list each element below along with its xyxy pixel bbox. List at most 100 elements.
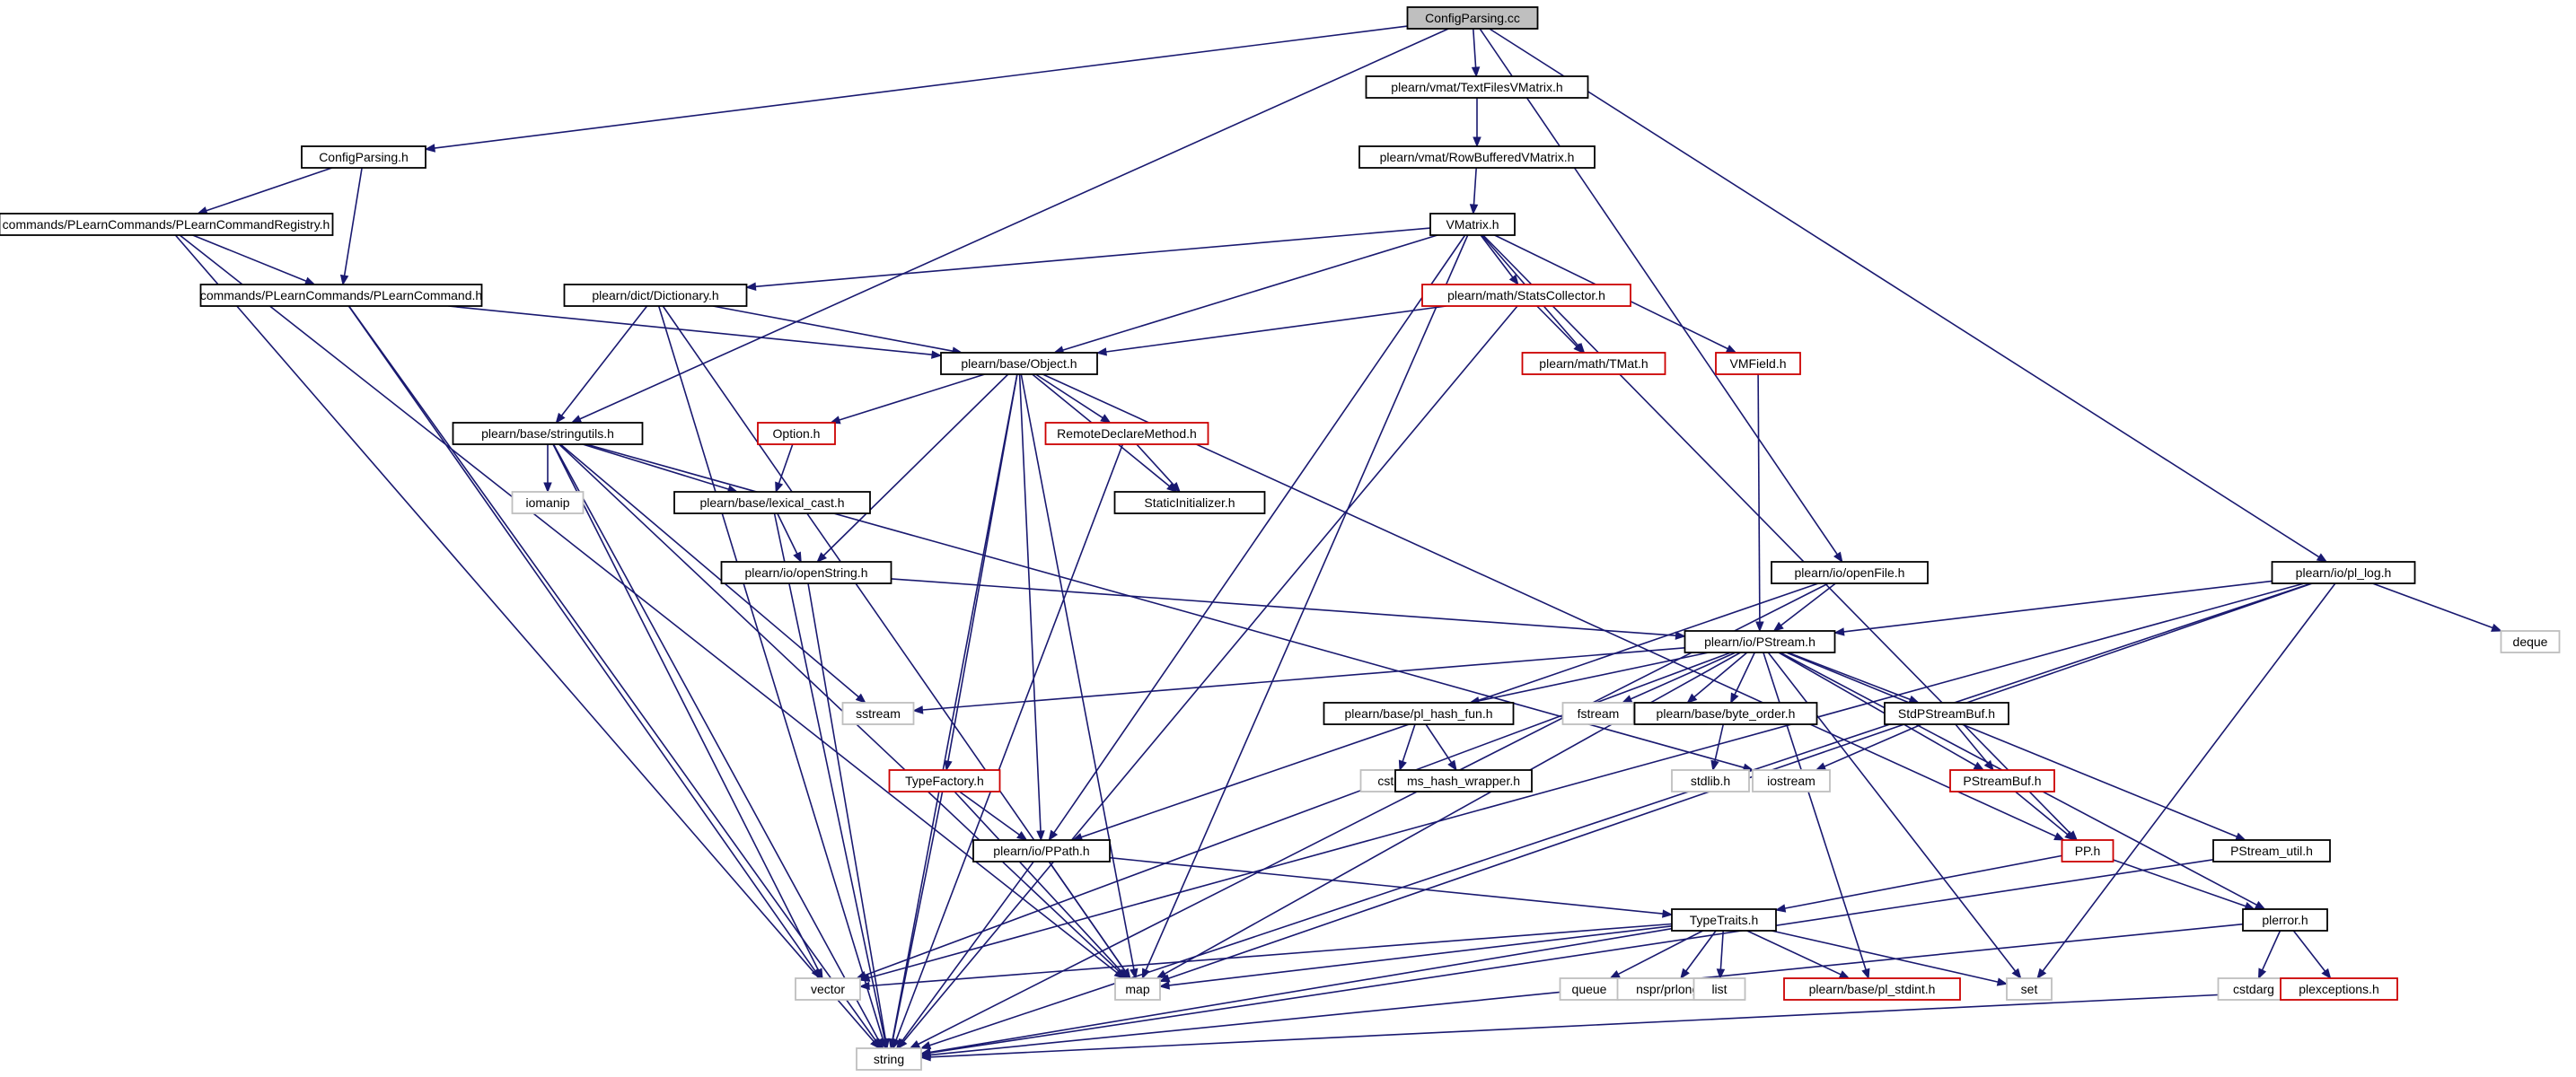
node-pp[interactable]: PP.h [2061,839,2114,862]
node-rowbuffered[interactable]: plearn/vmat/RowBufferedVMatrix.h [1358,145,1596,169]
edge-line [2113,859,2246,907]
node-queue: queue [1559,977,1620,1001]
edge-arrowhead [1158,981,1170,990]
node-plerror[interactable]: plerror.h [2242,908,2328,932]
node-pstreamutil[interactable]: PStream_util.h [2212,839,2331,862]
node-object[interactable]: plearn/base/Object.h [940,352,1098,375]
node-pstreambuf[interactable]: PStreamBuf.h [1949,769,2055,792]
edge-arrowhead [1716,968,1726,980]
node-label: TypeTraits.h [1690,913,1759,927]
edge-vmatrix-to-object [1052,234,1438,355]
node-cmdregistry[interactable]: commands/PLearnCommands/PLearnCommandReg… [0,213,334,236]
node-hashwrapper[interactable]: ms_hash_wrapper.h [1394,769,1533,792]
edge-arrowhead [1675,631,1686,640]
node-cmd[interactable]: commands/PLearnCommands/PLearnCommand.h [199,284,483,307]
node-box [1633,702,1818,725]
edge-line [2292,930,2326,972]
node-tmat[interactable]: plearn/math/TMat.h [1521,352,1666,375]
node-plexceptions[interactable]: plexceptions.h [2280,977,2398,1001]
node-vmatrix[interactable]: VMatrix.h [1429,213,1516,236]
node-box [2061,839,2114,862]
edge-line [755,227,1431,288]
edge-arrowhead [1609,970,1621,979]
edge-arrowhead [1838,970,1851,979]
edge-line [1109,856,1664,915]
edge-pllog-to-pstream [1833,580,2273,636]
edge-typetraits-to-stdint [1746,930,1851,979]
edge-arrowhead [2321,968,2332,980]
edge-arrowhead [1158,974,1171,983]
edge-line [959,791,1020,836]
node-label: VMField.h [1729,356,1786,371]
node-label: plearn/base/Object.h [961,356,1077,371]
node-pllog[interactable]: plearn/io/pl_log.h [2271,561,2416,584]
nodes-layer: ConfigParsing.cc plearn/vmat/TextFilesVMa… [0,6,2561,1071]
node-box [673,491,871,514]
node-stringutils[interactable]: plearn/base/stringutils.h [452,422,644,445]
edge-cmd-to-object [448,305,943,359]
node-lexicalcast[interactable]: plearn/base/lexical_cast.h [673,491,871,514]
node-statscollector[interactable]: plearn/math/StatsCollector.h [1421,284,1631,307]
node-configparsing_h[interactable]: ConfigParsing.h [301,145,426,169]
node-label: PStreamBuf.h [1963,774,2041,788]
edge-arrowhead [2254,900,2266,910]
node-box [1684,630,1836,653]
node-box [1114,977,1161,1001]
edge-hashfun-to-cstring [1398,723,1416,772]
edge-line [1042,373,2056,837]
node-label: sstream [856,706,901,721]
edge-arrowhead [909,1040,921,1049]
edge-arrowhead [2491,623,2502,632]
node-dictionary[interactable]: plearn/dict/Dictionary.h [563,284,748,307]
node-option[interactable]: Option.h [757,422,836,445]
edge-arrowhead [1833,551,1843,564]
node-typefactory[interactable]: TypeFactory.h [888,769,1001,792]
node-box [1323,702,1515,725]
node-label: vector [811,982,845,996]
node-openfile[interactable]: plearn/io/openFile.h [1771,561,1929,584]
node-typetraits[interactable]: TypeTraits.h [1671,908,1777,932]
edge-line [1786,652,2238,837]
edge-line [560,305,648,416]
edge-line [922,647,1685,711]
edge-dictionary-to-stringutils [555,305,648,425]
edge-line [1473,28,1477,68]
node-label: ms_hash_wrapper.h [1407,774,1520,788]
node-label: plearn/dict/Dictionary.h [592,288,718,302]
node-hashfun[interactable]: plearn/base/pl_hash_fun.h [1323,702,1515,725]
edge-arrowhead [855,693,866,704]
node-box [2242,908,2328,932]
edge-line [1780,582,1836,626]
node-map: map [1114,977,1161,1001]
node-box [1561,702,1635,725]
edges-layer [174,25,2502,1062]
node-label: plearn/math/StatsCollector.h [1447,288,1605,302]
node-staticinit[interactable]: StaticInitializer.h [1113,491,1266,514]
edge-configparsing_cc-to-configparsing_h [424,25,1408,153]
node-box [888,769,1001,792]
edge-pstream-to-fstream [1621,652,1736,704]
node-stdpstreambuf[interactable]: StdPStreamBuf.h [1884,702,2009,725]
node-stdint[interactable]: plearn/base/pl_stdint.h [1783,977,1961,1001]
edge-vmatrix-to-dictionary [745,227,1431,291]
node-pstream[interactable]: plearn/io/PStream.h [1684,630,1836,653]
node-openstring[interactable]: plearn/io/openString.h [720,561,892,584]
edge-arrowhead [1833,627,1845,636]
edge-line [865,652,1732,976]
edge-line [1020,373,1135,970]
edge-configparsing_cc-to-pllog [1489,28,2328,563]
node-configparsing_cc[interactable]: ConfigParsing.cc [1406,6,1539,30]
node-box [1715,352,1801,375]
node-byteorder[interactable]: plearn/base/byte_order.h [1633,702,1818,725]
edge-arrowhead [775,481,784,494]
node-vmfield[interactable]: VMField.h [1715,352,1801,375]
node-box [199,284,483,307]
node-textfilesvmatrix[interactable]: plearn/vmat/TextFilesVMatrix.h [1365,75,1589,99]
node-label: plearn/io/pl_log.h [2296,565,2392,580]
edge-vmatrix-to-ppath [1048,234,1466,842]
node-ppath[interactable]: plearn/io/PPath.h [972,839,1111,862]
node-remotedeclare[interactable]: RemoteDeclareMethod.h [1044,422,1209,445]
edge-typetraits-to-queue [1609,930,1703,979]
node-box [2271,561,2416,584]
edge-arrowhead [1662,909,1674,918]
